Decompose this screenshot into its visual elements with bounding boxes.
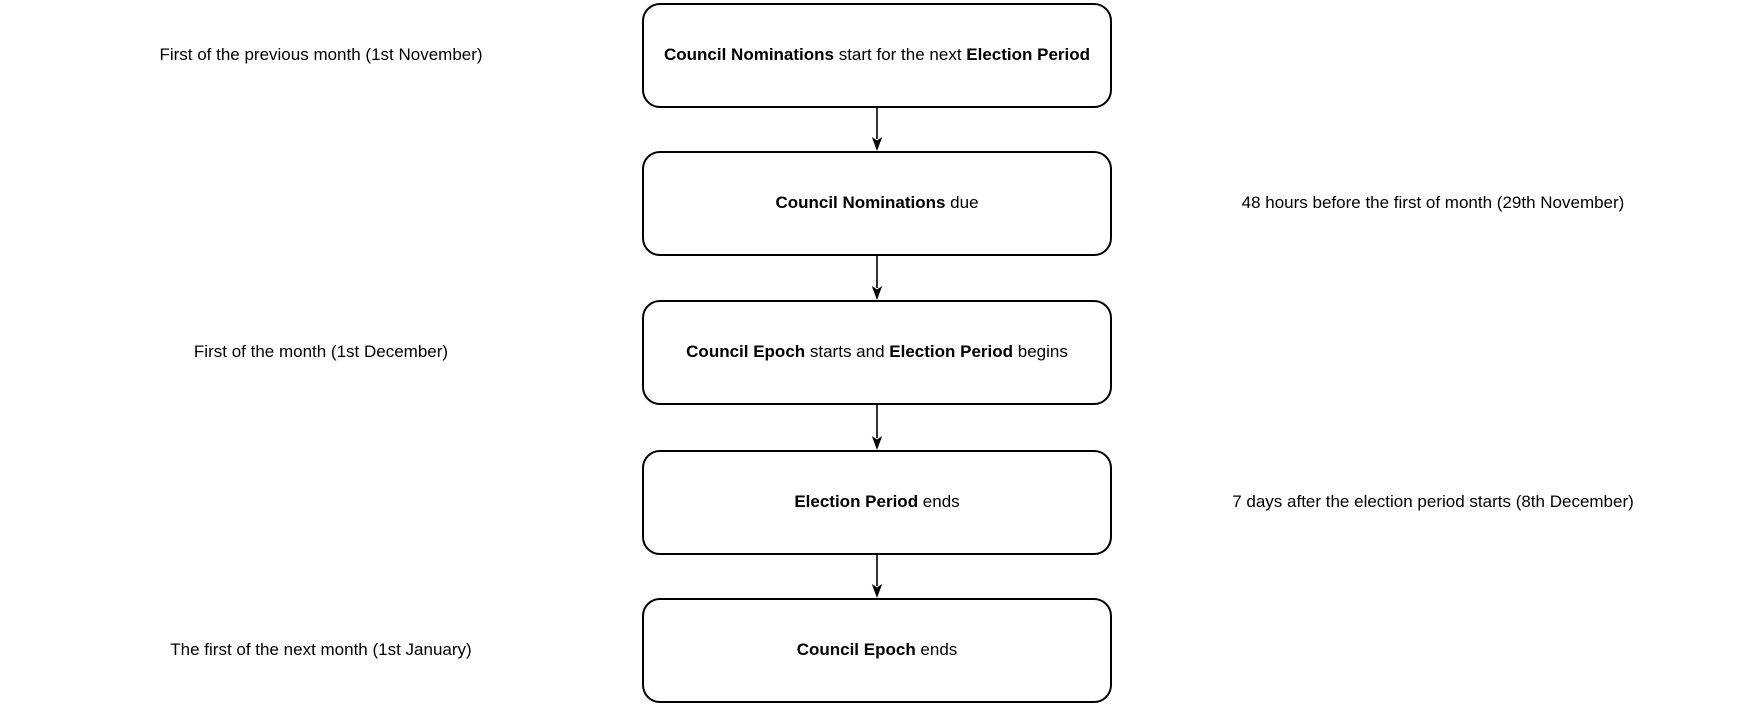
annotation-epoch-ends: The first of the next month (1st January… <box>170 640 472 660</box>
box-label-segment: Council Epoch <box>686 342 806 362</box>
box-label-segment: Council Nominations <box>663 45 834 65</box>
flow-box-label: Election Period ends <box>788 492 965 512</box>
annotation-epoch-starts: First of the month (1st December) <box>193 342 449 362</box>
annotation-election-ends: 7 days after the election period starts … <box>1232 492 1634 512</box>
flow-box-election-ends: Election Period ends <box>642 450 1112 555</box>
box-label-segment: Council Nominations <box>775 193 946 213</box>
box-label-segment: Election Period <box>794 492 919 512</box>
box-label-segment: start for the next <box>833 45 967 65</box>
down-arrow-connector <box>871 555 883 598</box>
flow-box-nominations-start: Council Nominations start for the next E… <box>642 3 1112 108</box>
down-arrow-connector <box>871 108 883 151</box>
box-label-segment: starts and <box>805 342 890 362</box>
annotation-nominations-start: First of the previous month (1st Novembe… <box>159 45 483 65</box>
box-label-segment: begins <box>1013 342 1068 362</box>
box-label-segment: ends <box>918 492 960 512</box>
flow-box-epoch-starts: Council Epoch starts and Election Period… <box>642 300 1112 405</box>
box-label-segment: due <box>945 193 979 213</box>
annotation-nominations-due: 48 hours before the first of month (29th… <box>1241 193 1625 213</box>
box-label-segment: Election Period <box>966 45 1091 65</box>
box-label-segment: ends <box>915 640 958 660</box>
flow-box-label: Council Epoch ends <box>791 640 964 660</box>
box-label-segment: Council Epoch <box>796 640 916 660</box>
down-arrow-connector <box>871 256 883 300</box>
flow-box-nominations-due: Council Nominations due <box>642 151 1112 256</box>
box-label-segment: Election Period <box>889 342 1014 362</box>
flow-box-label: Council Nominations due <box>769 193 984 213</box>
flow-box-label: Council Epoch starts and Election Period… <box>680 342 1074 362</box>
down-arrow-connector <box>871 405 883 450</box>
flow-box-label: Council Nominations start for the next E… <box>658 45 1096 65</box>
flow-box-epoch-ends: Council Epoch ends <box>642 598 1112 703</box>
